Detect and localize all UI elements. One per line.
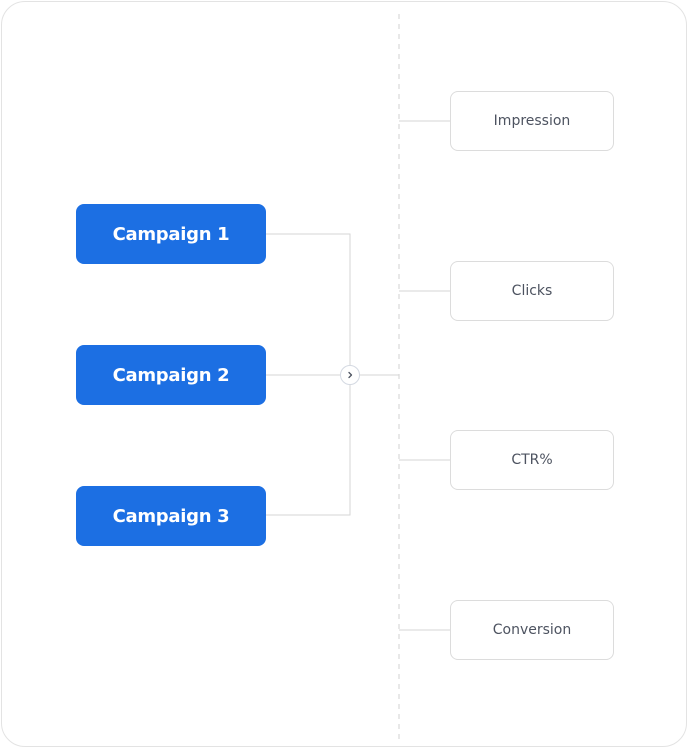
campaign-2-node[interactable]: Campaign 2: [76, 345, 266, 405]
metric-impression-label: Impression: [493, 113, 571, 129]
campaign-3-node[interactable]: Campaign 3: [76, 486, 266, 546]
campaign-2-label: Campaign 2: [112, 364, 230, 386]
campaign-1-connector: [266, 233, 351, 365]
campaign-1-label: Campaign 1: [112, 223, 230, 245]
metric-conversion-node[interactable]: Conversion: [450, 600, 614, 660]
metric-clicks-node[interactable]: Clicks: [450, 261, 614, 321]
campaign-3-label: Campaign 3: [112, 505, 230, 527]
metric-clicks-label: Clicks: [511, 283, 553, 299]
metric-impression-node[interactable]: Impression: [450, 91, 614, 151]
junction-node[interactable]: [340, 365, 360, 385]
metric-conversion-label: Conversion: [492, 622, 572, 638]
campaign-1-node[interactable]: Campaign 1: [76, 204, 266, 264]
metric-ctr-label: CTR%: [511, 452, 553, 468]
metric-ctr-node[interactable]: CTR%: [450, 430, 614, 490]
chevron-right-icon: [348, 371, 353, 379]
campaign-3-connector: [266, 385, 351, 516]
